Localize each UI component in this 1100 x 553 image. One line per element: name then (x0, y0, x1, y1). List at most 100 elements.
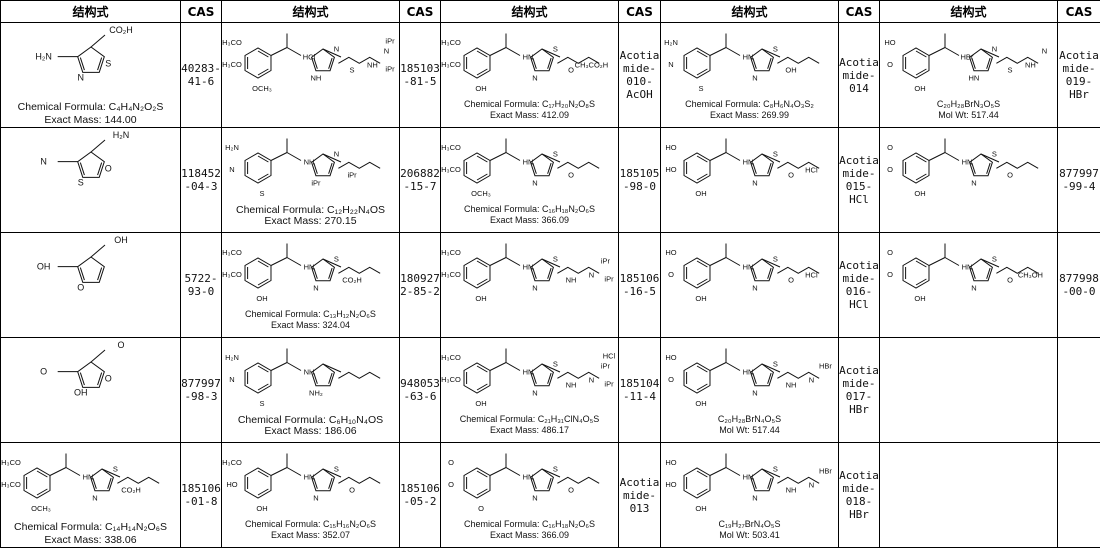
double-bond (313, 57, 318, 69)
chain-bond (944, 152, 960, 161)
atom-label: S (259, 399, 264, 408)
atom-label: HCl (603, 351, 616, 360)
atom-label: NH (786, 486, 797, 495)
atom-label: HO (665, 248, 676, 257)
atom-label: OCH₃ (31, 504, 51, 513)
atom-label: HN (523, 263, 534, 272)
double-bond (532, 372, 537, 384)
cas-number: 185106 -05-2 (399, 442, 441, 548)
atom-label: HBr (819, 361, 832, 370)
ring-bond (77, 46, 105, 73)
chain-bond (557, 266, 600, 274)
ring-bond (683, 47, 711, 79)
atom-label: O (77, 282, 84, 292)
ring-bond (683, 152, 711, 184)
double-bond (476, 470, 488, 478)
atom-label: HN (962, 158, 973, 167)
atom-label: N (78, 72, 85, 82)
atom-label: S (553, 254, 558, 263)
double-bond (97, 162, 103, 176)
exact-mass: Exact Mass: 486.17 (489, 425, 570, 435)
ring-bond (749, 153, 774, 177)
atom-label: S (334, 464, 339, 473)
atom-label: HN (523, 473, 534, 482)
atom-label: H₃CO (1, 458, 21, 467)
atom-label: H₂N (664, 38, 678, 47)
atom-label: CO₂H (342, 276, 362, 285)
chain-bond (557, 56, 600, 64)
atom-label: H₃CO (441, 38, 461, 47)
atom-label: O (788, 276, 794, 285)
double-bond (767, 267, 772, 279)
double-bond (79, 57, 85, 71)
chemical-formula: Chemical Formula: C₈H₆N₄O₃S₂ (685, 99, 814, 109)
double-bond (752, 267, 757, 279)
double-bond (547, 162, 552, 174)
exact-mass: Exact Mass: 324.04 (270, 320, 351, 330)
double-bond (752, 372, 757, 384)
atom-label: N (752, 179, 757, 188)
atom-label: OH (695, 294, 706, 303)
double-bond (752, 57, 757, 69)
double-bond (328, 162, 333, 174)
atom-label: O (568, 171, 574, 180)
chain-bond (725, 47, 741, 56)
cas-number: 185106 -16-5 (618, 232, 661, 338)
atom-label: iPr (311, 179, 321, 188)
double-bond (476, 260, 488, 268)
atom-label: HO (665, 458, 676, 467)
chain-bond (777, 161, 820, 169)
cas-number: 185104 -11-4 (618, 337, 661, 443)
ring-bond (244, 47, 272, 79)
double-bond (313, 477, 318, 489)
chain-bond (928, 152, 946, 161)
atom-label: HO (665, 353, 676, 362)
atom-label: OH (37, 262, 51, 272)
atom-label: OH (475, 294, 486, 303)
double-bond (986, 57, 991, 69)
double-bond (915, 155, 927, 163)
atom-label: HN (743, 158, 754, 167)
atom-label: OCH₃ (471, 189, 491, 198)
chain-bond (725, 152, 741, 161)
double-bond (328, 57, 333, 69)
atom-label: OH (914, 189, 925, 198)
exact-mass: Exact Mass: 338.06 (44, 534, 137, 546)
chain-bond (944, 257, 960, 266)
chemical-formula: C₁₉H₂₇BrN₄O₅S (718, 519, 781, 529)
chain-bond (90, 34, 106, 48)
double-bond (257, 488, 269, 496)
atom-label: O (448, 480, 454, 489)
ring-bond (902, 47, 930, 79)
chain-bond (557, 161, 600, 169)
double-bond (696, 260, 708, 268)
chain-bond (338, 56, 381, 64)
atom-label: HCl (805, 165, 818, 174)
double-bond (915, 173, 927, 181)
atom-label: OH (914, 84, 925, 93)
cas-number: 180927 2-85-2 (399, 232, 441, 338)
atom-label: N (532, 74, 537, 83)
ring-bond (968, 153, 993, 177)
double-bond (476, 173, 488, 181)
chemical-formula: Chemical Formula: C₁₃H₁₂N₂O₆S (245, 309, 376, 319)
atom-label: H₃CO (441, 375, 461, 384)
double-bond (328, 372, 333, 384)
atom-label: S (105, 59, 111, 69)
double-bond (547, 57, 552, 69)
chain-bond (761, 468, 781, 478)
